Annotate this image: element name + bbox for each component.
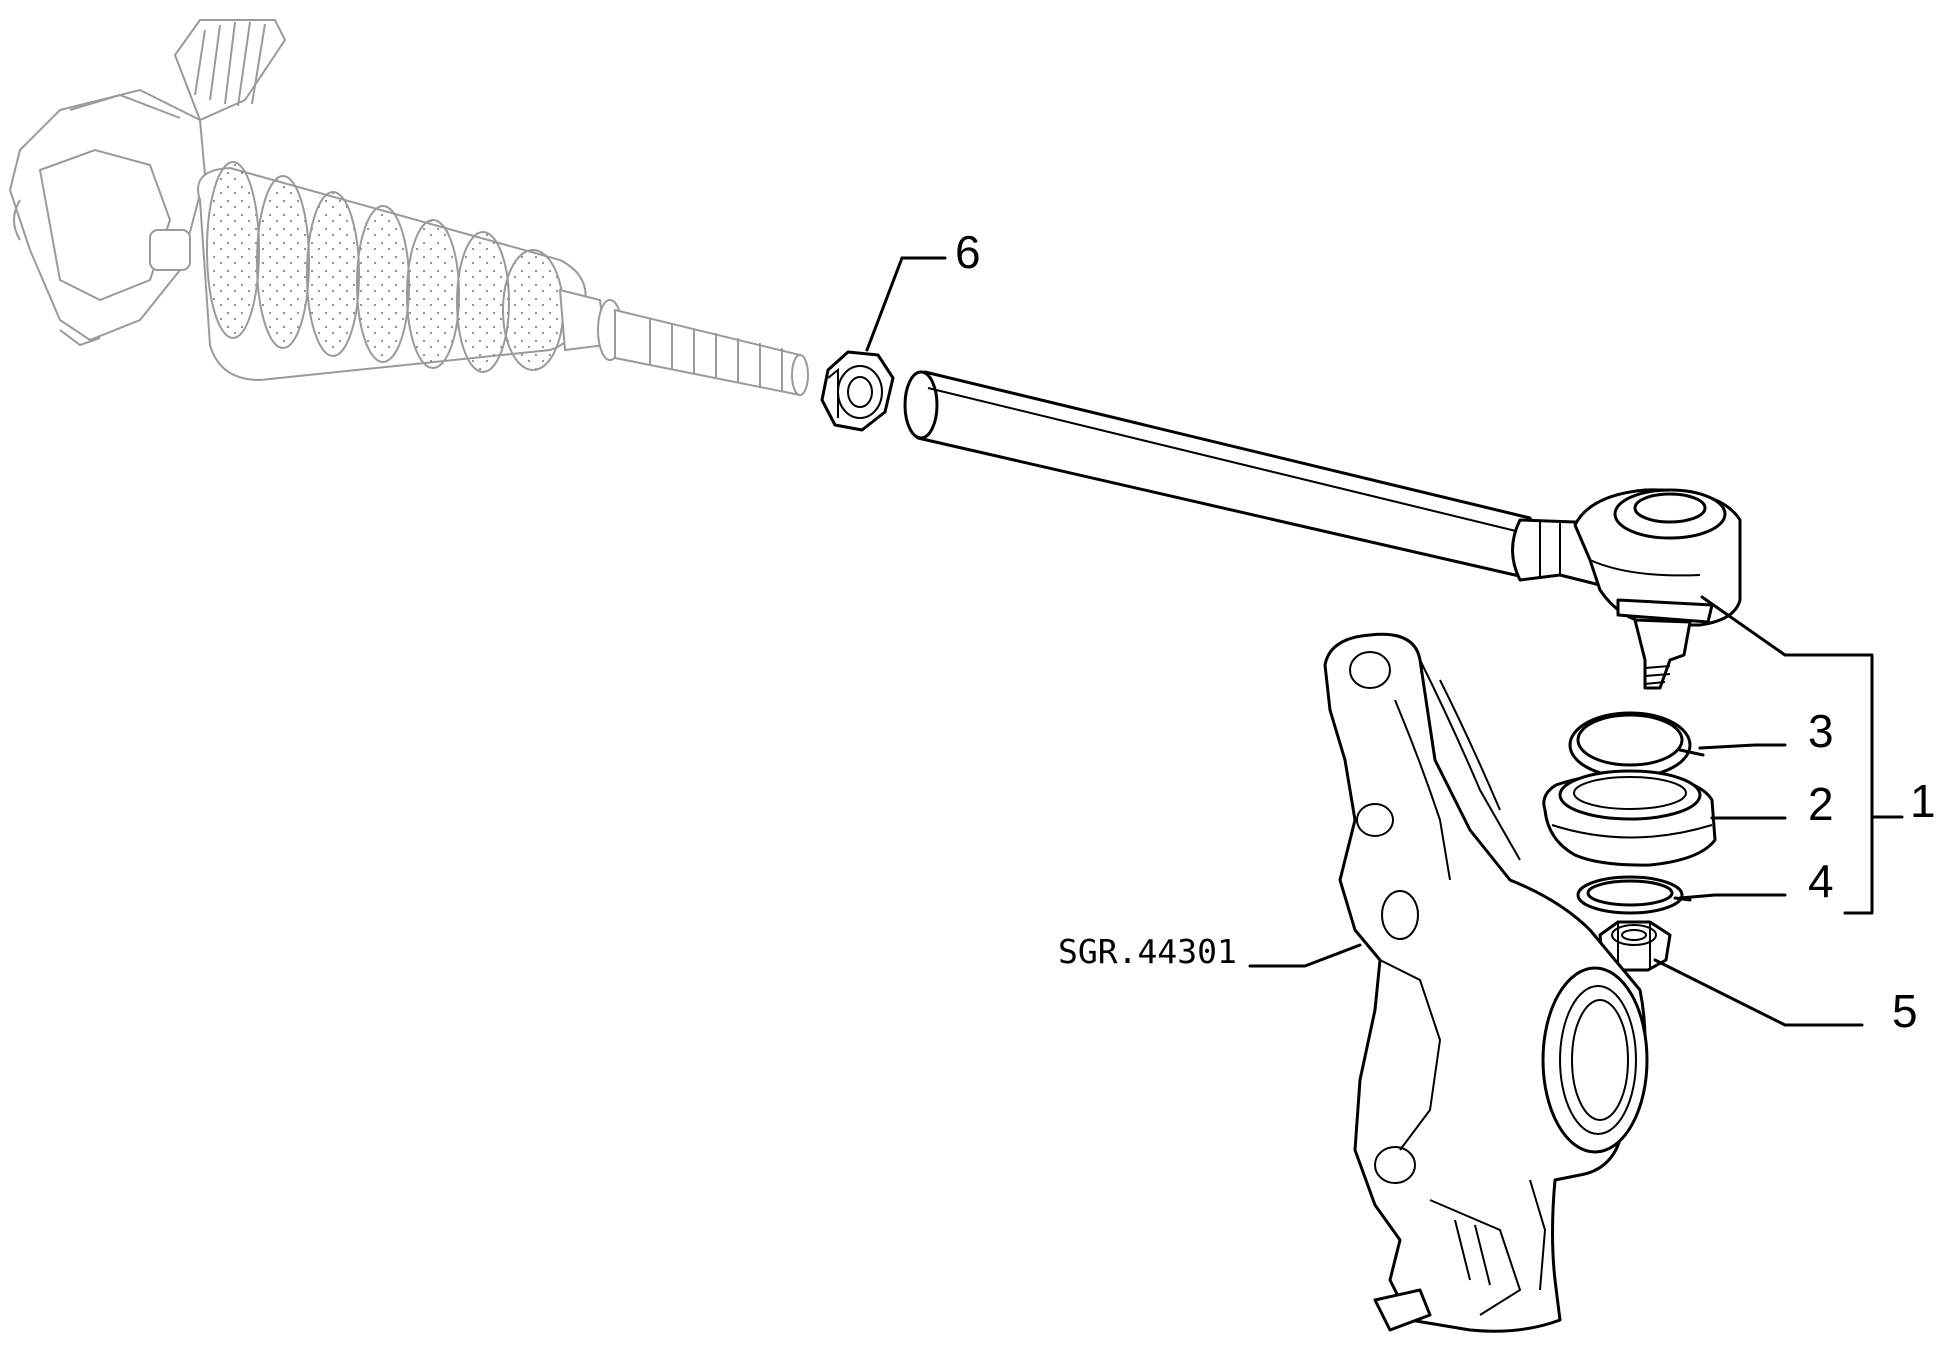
callout-1: 1 (1910, 775, 1936, 827)
part-6-lock-nut (820, 350, 895, 432)
part-2-dust-cover (1542, 769, 1717, 867)
part-3-clip-ring (1568, 711, 1705, 779)
part-1-ball-joint (1511, 488, 1742, 690)
leader-lines (865, 256, 1904, 1027)
callout-4: 4 (1808, 855, 1834, 907)
steering-gear-housing (8, 88, 207, 347)
reference-code: SGR.44301 (1058, 932, 1237, 971)
rack-dust-boot (197, 161, 623, 382)
callout-3: 3 (1808, 705, 1834, 757)
part-4-snap-ring (1576, 875, 1692, 915)
callout-2: 2 (1808, 778, 1834, 830)
steering-knuckle (1323, 632, 1649, 1333)
steering-pinion-splines (173, 19, 287, 122)
tie-rod-tube (903, 370, 1539, 580)
callout-5: 5 (1892, 985, 1918, 1037)
inner-tie-rod-thread (614, 308, 809, 397)
callout-6: 6 (955, 226, 981, 278)
